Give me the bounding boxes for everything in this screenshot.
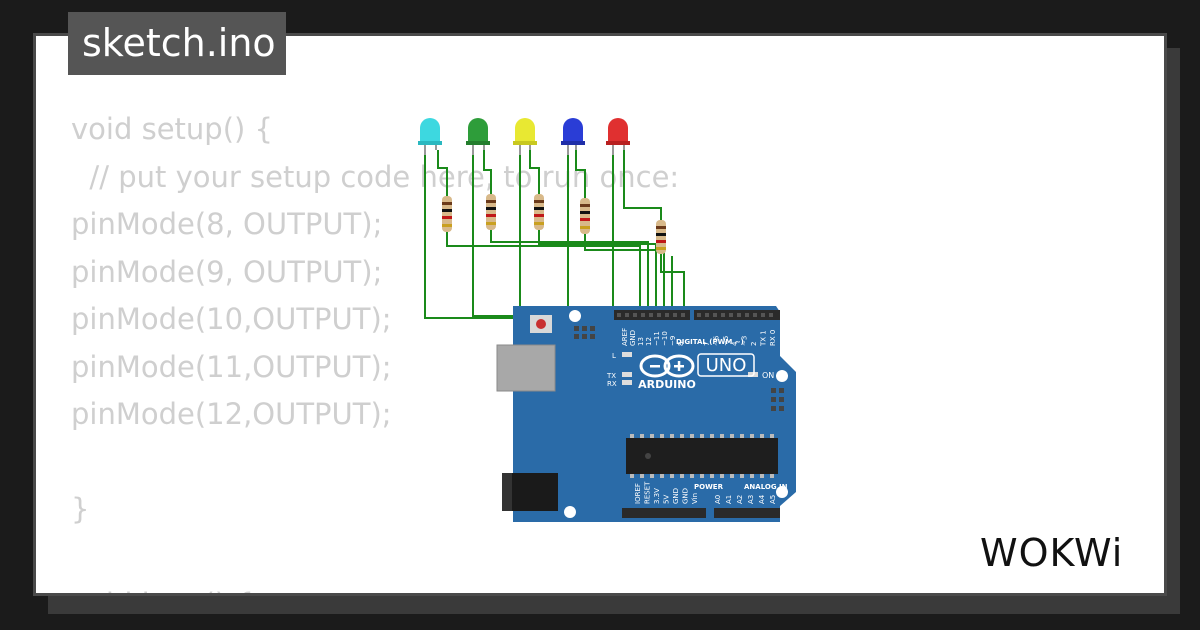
resistor[interactable]	[580, 198, 590, 234]
pin-label: 2	[750, 342, 758, 346]
code-line: pinMode(11,OUTPUT);	[71, 349, 392, 384]
resistor[interactable]	[442, 196, 452, 232]
pin-label: ~5	[722, 336, 730, 346]
wire	[437, 150, 448, 196]
resistor[interactable]	[486, 194, 496, 230]
pin-label: 7	[703, 342, 711, 346]
pin-label: ~6	[712, 335, 720, 346]
wire	[623, 150, 662, 222]
usb-port	[497, 345, 555, 391]
wire	[584, 234, 665, 316]
pin-label: A2	[736, 495, 744, 504]
tx-label: TX	[606, 372, 616, 380]
pin-label: Vin	[691, 493, 699, 504]
code-line: }	[71, 492, 90, 526]
pin-label: ~10	[661, 331, 669, 346]
l-led-label: L	[612, 352, 616, 360]
wire	[446, 232, 641, 316]
pin-label: GND	[629, 330, 637, 346]
wire	[472, 148, 520, 317]
logo-text: WOKWi	[980, 531, 1123, 575]
pin-label: RX 0	[769, 330, 777, 346]
board-model-label: UNO	[706, 355, 747, 376]
pin-label: 12	[645, 337, 653, 346]
file-tab[interactable]: sketch.ino	[68, 12, 286, 75]
pin-label: TX 1	[759, 330, 767, 347]
pin-label: AREF	[621, 328, 629, 346]
power-header	[622, 508, 706, 518]
wire	[529, 150, 540, 196]
code-line: pinMode(12,OUTPUT);	[71, 397, 392, 431]
wire	[575, 150, 586, 200]
wire	[567, 150, 580, 311]
pin-label: ~3	[741, 336, 749, 346]
analog-header	[714, 508, 780, 518]
pin-label: ~11	[653, 331, 661, 346]
on-label: ON	[762, 371, 774, 380]
wire	[483, 150, 492, 194]
led-cyan[interactable]	[418, 118, 442, 155]
code-line: void setup() {	[71, 112, 273, 146]
pin-label: ~9	[669, 336, 677, 346]
arduino-board[interactable]: UNO ARDUINO ON L TX RX DIGITAL (PWM ~) P…	[496, 306, 796, 522]
led-red[interactable]	[606, 118, 630, 155]
board-brand-label: ARDUINO	[638, 378, 696, 391]
pin-label: 4	[731, 341, 739, 346]
pin-label: 8	[677, 342, 685, 346]
code-line: pinMode(8, OUTPUT);	[71, 207, 383, 241]
resistor[interactable]	[534, 194, 544, 230]
pin-label: IOREF	[634, 483, 642, 504]
pin-label: GND	[682, 488, 690, 504]
pin-label: 5V	[663, 495, 671, 504]
code-line: pinMode(9, OUTPUT);	[71, 254, 383, 289]
rx-label: RX	[607, 380, 617, 388]
wire	[538, 230, 657, 316]
wire	[490, 230, 649, 316]
pin-label: A1	[725, 495, 733, 504]
led-green[interactable]	[466, 118, 490, 155]
resistor[interactable]	[656, 220, 666, 254]
led-blue[interactable]	[561, 118, 585, 155]
analog-label: ANALOG IN	[744, 483, 788, 491]
pin-label: 13	[637, 337, 645, 346]
pin-label: A4	[758, 494, 766, 504]
pin-label: A0	[714, 495, 722, 504]
code-line: void loop() {	[71, 581, 679, 593]
wokwi-logo: WOKWi	[980, 531, 1123, 575]
microcontroller-chip	[626, 438, 778, 474]
led-yellow[interactable]	[513, 118, 537, 155]
pin-label: A3	[747, 495, 755, 504]
pin-label: GND	[672, 488, 680, 504]
wires	[424, 148, 685, 319]
digital-label: DIGITAL (PWM ~)	[676, 338, 744, 346]
pin-label: RESET	[644, 481, 652, 504]
pin-label: 3.3V	[653, 488, 661, 504]
code-line: pinMode(10,OUTPUT);	[71, 302, 392, 336]
code-view: void setup() { // put your setup code he…	[71, 106, 679, 593]
arduino-logo-icon	[639, 354, 695, 378]
power-label: POWER	[694, 483, 724, 491]
pin-label: A5	[769, 495, 777, 504]
wire	[424, 150, 520, 319]
